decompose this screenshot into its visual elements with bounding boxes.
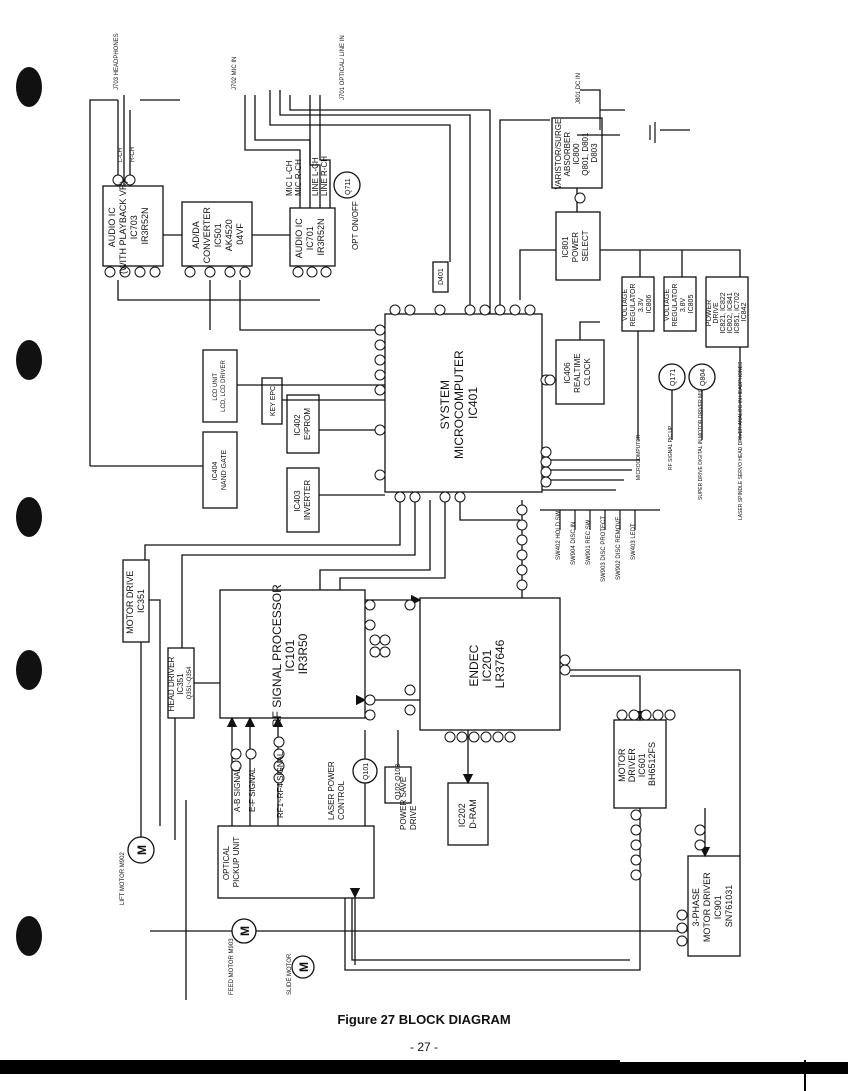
sw904-label: SW904 DISC IN [571,522,577,565]
line-lch-label: LINE L-CH [311,157,320,196]
three-phase-label: 3-PHASE MOTOR DRIVER IC901 SN761031 [691,870,734,942]
regulator-806-label: VOLTAGE REGULATOR 3.3V IC806 [622,282,653,327]
key-epc-block [261,377,283,425]
sw903-label: SW903 DISC PROTECT [601,516,607,582]
block-labels: SYSTEM MICROCOMPUTER IC401 RF SIGNAL PRO… [107,116,748,942]
sw901-label: SW901 REC SW [586,519,592,565]
lift-motor-label: LIFT MOTOR M902 [120,852,126,905]
system-microcomputer-block [384,313,543,493]
audio-ic-701-block [289,207,336,267]
slide-motor-symbol [291,955,315,979]
opt-label: OPT ON/OFF [351,201,360,250]
sw402-label: SW402 HOLD SW [556,510,562,560]
motor-drive-351-block [122,559,150,643]
jack-dc-label: J801 DC IN [576,73,582,104]
audio-ic-701-label: AUDIO IC IC701 IR3R52N [294,216,326,259]
sw403-label: SW403 LEDT [631,523,637,560]
lcd-unit-block [202,349,238,423]
adda-converter-block [181,201,253,267]
jack-mic-label: J702 MIC IN [232,57,238,90]
eprom-block [286,394,320,454]
binder-hole-upper-mid [16,340,42,380]
rf-processor-label: RF SIGNAL PROCESSOR IC101 IR3R50 [270,581,310,727]
jack-headphones-label: J703 HEADPHONES [114,33,120,90]
ef-signal-label: E-F SIGNAL [248,767,257,812]
svg-text:M: M [238,926,252,936]
figure-caption: Figure 27 BLOCK DIAGRAM [337,1012,511,1027]
power-drive-label: POWER DRIVE IC821, IC822 IC802, IC841 IC… [706,290,748,333]
optical-pickup-block [217,825,375,899]
adda-label: AD/DA CONVERTER IC501 AK4520 04VF [191,205,245,264]
q101-label: Q101 [363,763,370,780]
lch-label: L-CH [118,148,124,162]
q711-label: Q711 [345,178,352,195]
mic-rch-label: MIC R-CH [294,159,303,196]
block-diagram: SYSTEM MICROCOMPUTER IC401 RF SIGNAL PRO… [89,33,749,1000]
bottom-rule [0,1060,620,1062]
binder-hole-top [16,67,42,107]
laser-power-label: LASER POWER CONTROL [327,759,346,820]
regulator-805-block [663,276,697,332]
d401-symbol [432,261,449,293]
q171-label: Q171 [670,369,677,386]
signal-labels: J703 HEADPHONES J702 MIC IN J701 OPTICAL… [114,33,744,995]
side-out-1: MICROCOMPUTER [636,434,642,480]
regulator-805-label: VOLTAGE REGULATOR 3.8V IC805 [664,282,695,327]
rf-signal-processor-block [219,589,366,719]
nand-label: IC404 NAND GATE [212,450,228,491]
q711-symbol [333,171,361,199]
side-out-2: RF SIGNAL PIC UP [668,425,674,470]
mic-lch-label: MIC L-CH [285,160,294,196]
binder-hole-mid [16,497,42,537]
line-rch-label: LINE R-CH [320,156,329,196]
rtc-label: IC406 REALTIME CLOCK [563,351,592,393]
svg-text:M: M [297,962,311,972]
right-edge-rule [804,1060,806,1091]
side-out-3: SUPER DRIVE DIGITAL IN MOTOR DRIVER MIC [698,388,704,500]
ab-signal-label: A-B SIGNAL [233,767,242,812]
power-select-block [555,211,601,281]
endec-block [419,597,561,731]
slide-motor-label: SLIDE MOTOR [287,953,293,995]
q804-label: Q804 [700,369,707,386]
power-drive-block [705,276,749,348]
varistor-label: VARISTOR/SURGE ABSORBER IC800 Q801, D801… [554,116,599,189]
audio-ic-703-label: AUDIO IC (WITH PLAYBACK VR) IC703 IR3R52… [107,178,150,274]
inverter-block [286,467,320,533]
motor-drive-351-label: MOTOR DRIVE IC351 [125,568,146,634]
motor-glyphs: M M M [135,845,311,972]
dram-label: IC202 D-RAM [457,799,478,829]
rch-label: R-CH [130,147,136,162]
bottom-bar [0,1062,848,1074]
power-select-label: IC801 POWER SELECT [561,230,590,262]
rf-signal-label: RF1~RF4 SIGNAL [276,751,285,818]
key-epc-label: KEY EPC [270,386,277,416]
sw902-label: SW902 DISC REMOVE [616,517,622,580]
nand-gate-block [202,431,238,509]
eprom-label: IC402 E²PROM [293,408,312,440]
motor-driver-601-label: MOTOR DRIVER IC601 BH6512FS [617,742,657,786]
jack-optical-label: J701 OPTICAL/ LINE IN [340,35,346,100]
lcd-label: LCD UNIT LCD, LCD DRIVER [213,360,227,412]
system-micro-label: SYSTEM MICROCOMPUTER IC401 [438,347,480,459]
d401-label: D401 [438,268,445,285]
endec-label: ENDEC IC201 LR37646 [467,639,507,688]
page-number: - 27 - [409,1040,438,1054]
binder-hole-bottom [16,916,42,956]
power-save-label: POWER SAVE DRIVE [399,775,418,830]
head-driver-label: HEAD DRIVER IC351 Q351~Q354 [167,655,193,712]
inverter-label: IC403 INVERTER [293,480,312,521]
feed-motor-label: FEED MOTOR M903 [229,938,235,995]
binder-hole-lower-mid [16,650,42,690]
q102-label: Q102 Q103 [395,764,402,800]
side-out-4: LASER SPINDLE SERVO HEAD DRIVER ANALOG I… [738,361,744,520]
audio-ic-703-block [102,185,164,267]
pickup-label: OPTICAL PICKUP UNIT [222,837,241,888]
svg-text:M: M [135,845,149,855]
three-phase-driver-block [687,855,741,957]
